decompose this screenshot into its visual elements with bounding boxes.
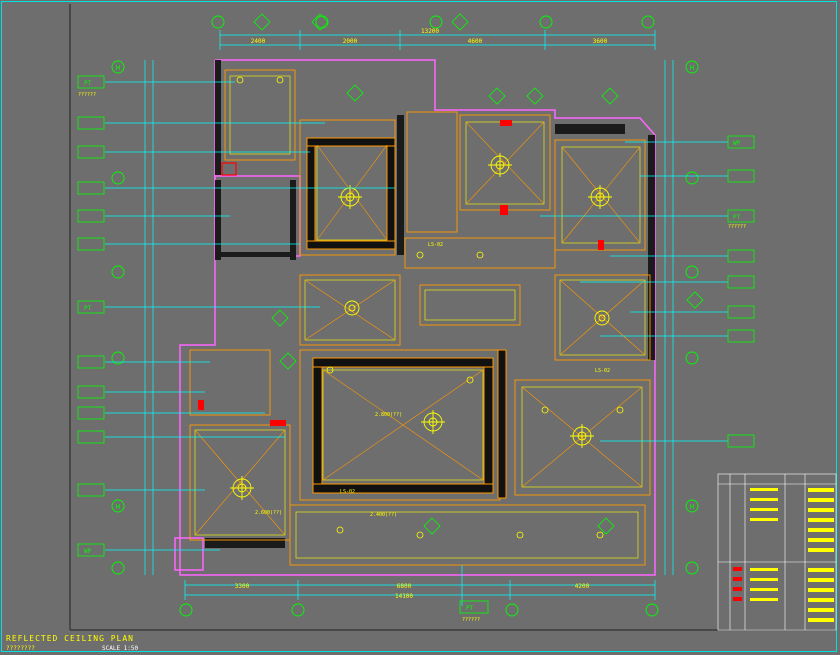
ceiling-outlines-inner bbox=[194, 75, 646, 559]
callout-code: PT bbox=[733, 214, 741, 221]
bottom-dimensions bbox=[184, 580, 656, 600]
grid-bubble-label: H bbox=[690, 503, 694, 511]
callout-tags-left bbox=[77, 75, 105, 557]
legend-symbols bbox=[733, 567, 742, 601]
drawing-scale: SCALE 1:50 bbox=[102, 645, 139, 652]
dim-top-4: 3600 bbox=[593, 38, 608, 45]
dim-bottom-3: 4200 bbox=[575, 583, 590, 590]
wall-hatch bbox=[205, 60, 655, 548]
side-dimensions bbox=[144, 60, 674, 575]
heavy-beams bbox=[306, 137, 507, 499]
dim-bottom-total: 14100 bbox=[395, 593, 413, 600]
callout-code: WP bbox=[84, 548, 92, 555]
legend-table bbox=[717, 473, 837, 631]
callout-code: WP bbox=[733, 140, 741, 147]
grid-bubble-label: H bbox=[690, 64, 694, 72]
dim-bottom-2: 6800 bbox=[397, 583, 412, 590]
ceiling-outlines bbox=[189, 69, 651, 566]
section-markers bbox=[253, 13, 704, 535]
callout-code: PT bbox=[466, 605, 474, 612]
top-dimensions bbox=[219, 30, 656, 50]
ceiling-height-dining: 2.400(??) bbox=[370, 512, 397, 518]
callout-subtext: ?????? bbox=[78, 92, 96, 98]
dim-top-2: 2000 bbox=[343, 38, 358, 45]
red-marks bbox=[198, 120, 604, 426]
ceiling-height-bedroom: 2.600(??) bbox=[255, 510, 282, 516]
legend-code: LS-02 bbox=[340, 489, 355, 495]
callout-subtext: ?????? bbox=[462, 617, 480, 623]
dim-bottom-1: 3300 bbox=[235, 583, 250, 590]
callout-code: PT bbox=[84, 305, 92, 312]
grid-bubble-label: H bbox=[116, 64, 120, 72]
callout-subtext: ?????? bbox=[728, 224, 746, 230]
dim-top-1: 2400 bbox=[251, 38, 266, 45]
walls bbox=[174, 59, 656, 576]
legend-code: LS-02 bbox=[428, 242, 443, 248]
legend-code: LS-02 bbox=[595, 368, 610, 374]
callout-tags-right bbox=[459, 135, 755, 614]
light-fixtures bbox=[230, 153, 612, 500]
grid-bubble-label: H bbox=[116, 503, 120, 511]
diagonal-lines bbox=[194, 121, 646, 536]
dim-top-total: 13200 bbox=[421, 28, 439, 35]
grid-bubbles bbox=[111, 15, 699, 617]
spot-lights bbox=[236, 76, 624, 539]
leader-lines bbox=[105, 81, 728, 606]
ceiling-height-living: 2.800(??) bbox=[375, 412, 402, 418]
callout-code: PT bbox=[84, 80, 92, 87]
drawing-title: REFLECTED CEILING PLAN bbox=[6, 634, 134, 643]
dim-top-3: 4600 bbox=[468, 38, 483, 45]
legend-rows bbox=[750, 488, 834, 622]
drawing-subtitle: ???????? bbox=[6, 645, 35, 652]
